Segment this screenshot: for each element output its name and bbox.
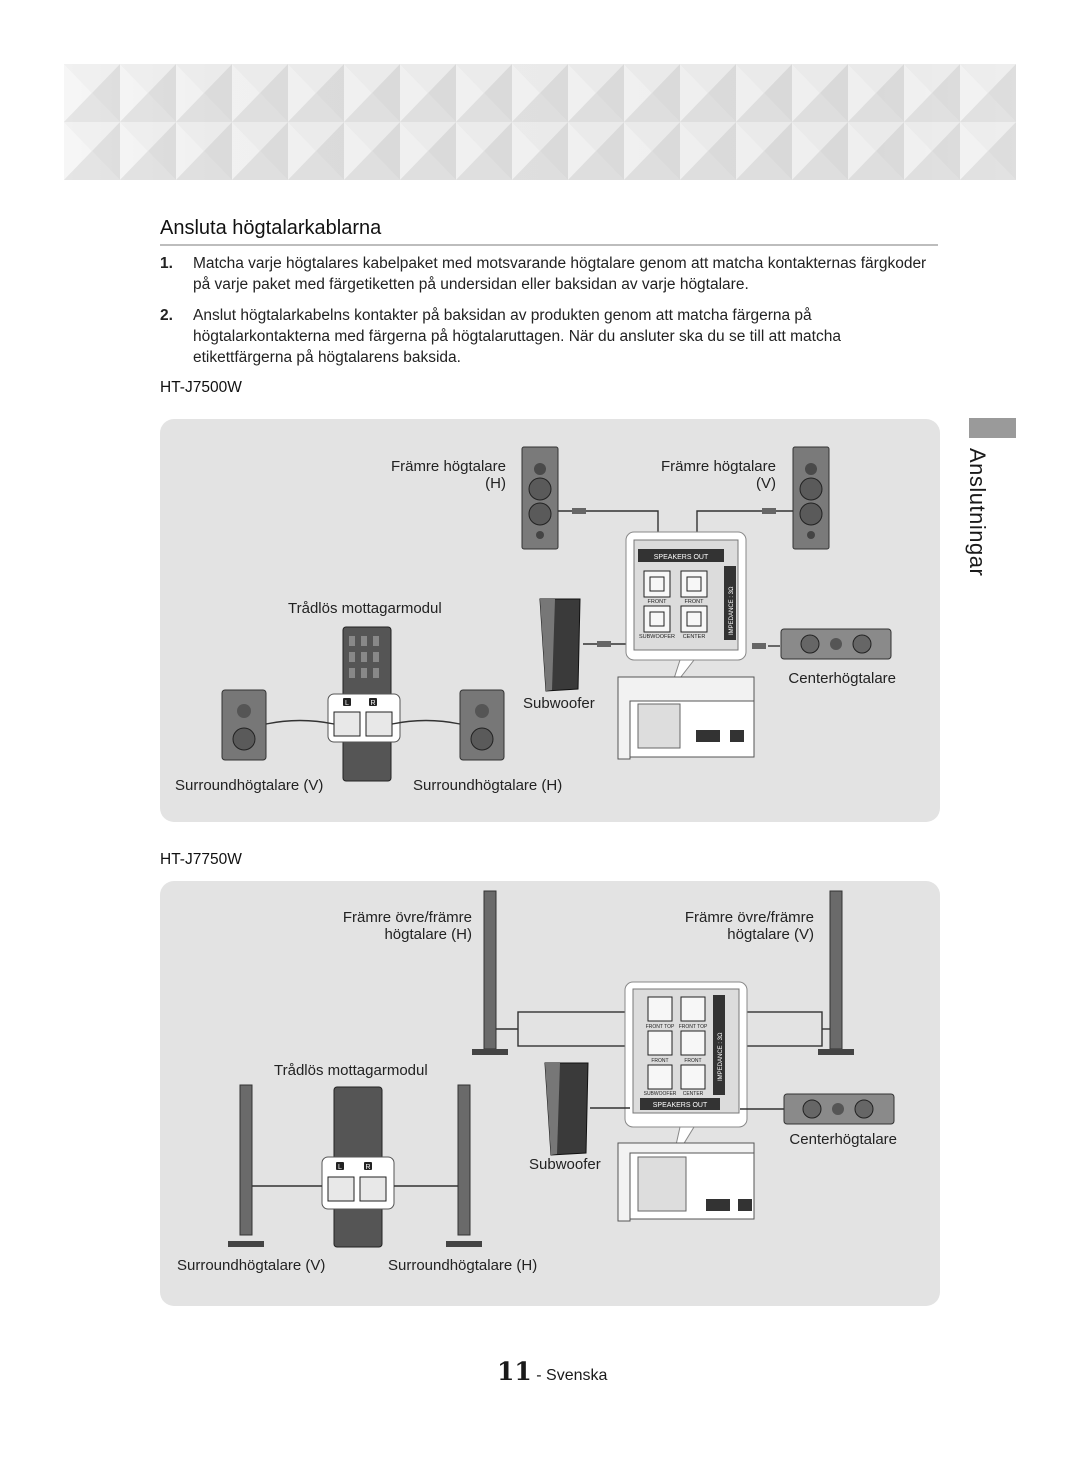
sub-center-cables bbox=[590, 1107, 784, 1110]
panel-front-label: FRONT bbox=[685, 599, 705, 605]
chapter-tab-label: Anslutningar bbox=[965, 448, 990, 577]
surround-right-speaker-label: Surroundhögtalare (H) bbox=[388, 1257, 538, 1274]
panel-front-top-label: FRONT TOP bbox=[646, 1024, 675, 1030]
connection-diagram-b: FRONT TOP FRONT TOP FRONT FRONT SUBWOOFE… bbox=[228, 890, 895, 1248]
center-speaker-icon bbox=[780, 628, 892, 660]
page-language: - Svenska bbox=[531, 1367, 608, 1384]
panel-front-top-label: FRONT TOP bbox=[679, 1024, 708, 1030]
connection-diagram-a: SPEAKERS OUT FRONT FRONT SUBWOOFER CENTE… bbox=[221, 446, 892, 782]
front-left-speaker-label: Främre övre/främre högtalare (V) bbox=[684, 909, 814, 943]
model-label-a: HT-J7500W bbox=[160, 379, 242, 396]
panel-subwoofer-label: SUBWOOFER bbox=[639, 634, 675, 640]
wireless-receiver-icon bbox=[321, 1086, 395, 1248]
diagram-panel-a: SPEAKERS OUT FRONT FRONT SUBWOOFER CENTE… bbox=[160, 419, 940, 822]
header-banner bbox=[64, 64, 1016, 180]
connector-icon bbox=[572, 508, 586, 514]
panel-center-label: CENTER bbox=[683, 634, 706, 640]
receiver-l-label: L bbox=[345, 700, 349, 707]
center-speaker-label: Centerhögtalare bbox=[788, 670, 896, 687]
speakers-out-panel bbox=[624, 981, 748, 1164]
wireless-receiver-label: Trådlös mottagarmodul bbox=[288, 600, 442, 617]
front-right-speaker-label: Främre övre/främre högtalare (H) bbox=[342, 909, 472, 943]
step-text: Anslut högtalarkabelns kontakter på baks… bbox=[193, 307, 841, 366]
panel-center-label: CENTER bbox=[683, 1091, 704, 1097]
chapter-tab bbox=[969, 418, 1016, 438]
step-number: 2. bbox=[160, 307, 173, 324]
subwoofer-label: Subwoofer bbox=[523, 695, 595, 712]
panel-subwoofer-label: SUBWOOFER bbox=[644, 1091, 677, 1097]
step-number: 1. bbox=[160, 255, 173, 272]
surround-right-speaker-label: Surroundhögtalare (H) bbox=[413, 777, 563, 794]
surround-left-speaker-icon bbox=[221, 689, 267, 761]
surround-left-speaker-label: Surroundhögtalare (V) bbox=[177, 1257, 326, 1274]
wireless-receiver-icon bbox=[327, 626, 401, 782]
receiver-l-label: L bbox=[338, 1164, 342, 1171]
front-right-tallboy-icon bbox=[472, 890, 508, 1055]
center-speaker-label: Centerhögtalare bbox=[789, 1131, 897, 1148]
diagram-panel-b: FRONT TOP FRONT TOP FRONT FRONT SUBWOOFE… bbox=[160, 881, 940, 1306]
connector-icon bbox=[597, 641, 611, 647]
surround-cables bbox=[265, 719, 461, 725]
title-divider bbox=[160, 244, 938, 246]
connector-icon bbox=[752, 643, 766, 649]
receiver-r-label: R bbox=[370, 700, 375, 707]
panel-speakers-out-label: SPEAKERS OUT bbox=[654, 554, 709, 561]
step-text: Matcha varje högtalares kabelpaket med m… bbox=[193, 255, 927, 293]
panel-front-label: FRONT bbox=[684, 1058, 701, 1064]
front-right-speaker-label: Främre högtalare (H) bbox=[390, 458, 506, 492]
center-speaker-icon bbox=[783, 1093, 895, 1125]
main-unit-back bbox=[617, 676, 755, 760]
panel-front-label: FRONT bbox=[648, 599, 668, 605]
page-number: 11 bbox=[497, 1357, 532, 1386]
instruction-step: 1. Matcha varje högtalares kabelpaket me… bbox=[160, 253, 942, 295]
speakers-out-panel bbox=[625, 531, 747, 692]
front-left-tallboy-icon bbox=[818, 890, 854, 1055]
model-label-b: HT-J7750W bbox=[160, 851, 242, 868]
subwoofer-icon bbox=[544, 1062, 589, 1156]
connector-icon bbox=[762, 508, 776, 514]
surround-right-speaker-icon bbox=[459, 689, 505, 761]
front-right-speaker-icon bbox=[521, 446, 559, 550]
section-title: Ansluta högtalarkablarna bbox=[160, 217, 382, 239]
panel-front-label: FRONT bbox=[651, 1058, 668, 1064]
wireless-receiver-label: Trådlös mottagarmodul bbox=[274, 1062, 428, 1079]
surround-right-tallboy-icon bbox=[446, 1084, 482, 1247]
subwoofer-label: Subwoofer bbox=[529, 1156, 601, 1173]
panel-speakers-out-label: SPEAKERS OUT bbox=[653, 1102, 708, 1109]
instruction-step: 2. Anslut högtalarkabelns kontakter på b… bbox=[160, 305, 942, 368]
main-unit-back bbox=[617, 1142, 755, 1222]
page-footer: 11 - Svenska bbox=[497, 1357, 607, 1386]
instruction-list: 1. Matcha varje högtalares kabelpaket me… bbox=[160, 253, 942, 378]
surround-left-tallboy-icon bbox=[228, 1084, 264, 1247]
panel-impedance-label: IMPEDANCE : 3Ω bbox=[718, 1032, 724, 1081]
panel-impedance-label: IMPEDANCE : 3Ω bbox=[729, 586, 735, 635]
surround-left-speaker-label: Surroundhögtalare (V) bbox=[175, 777, 324, 794]
front-left-speaker-icon bbox=[792, 446, 830, 550]
subwoofer-icon bbox=[539, 598, 581, 692]
front-left-speaker-label: Främre högtalare (V) bbox=[660, 458, 776, 492]
receiver-r-label: R bbox=[365, 1164, 370, 1171]
